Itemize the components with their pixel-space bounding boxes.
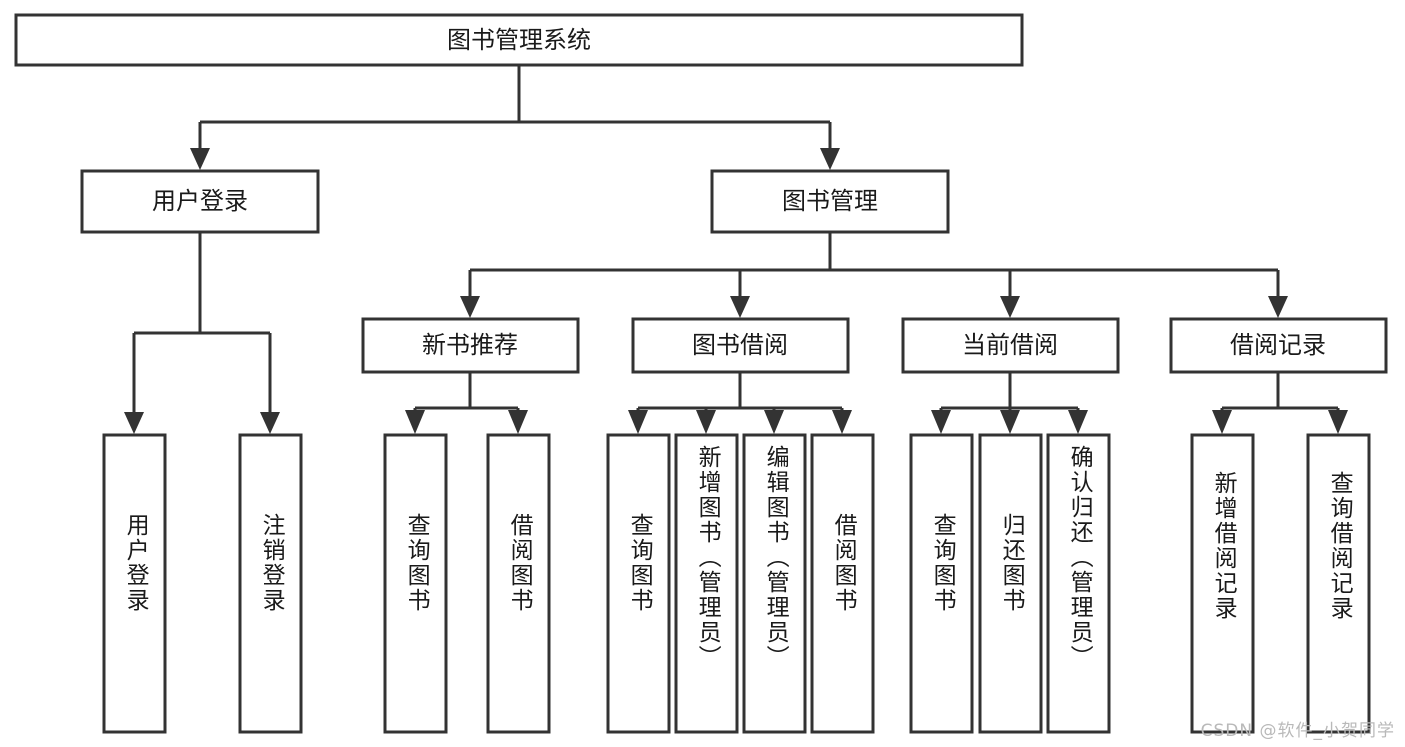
node-box-root[interactable] xyxy=(14,13,1024,67)
arrowhead-leaf-edit-book xyxy=(764,410,784,434)
node-label-root: 图书管理系统 xyxy=(447,26,591,54)
node-box-leaf-confirm-return[interactable] xyxy=(1046,433,1111,734)
arrowhead-leaf-add-record xyxy=(1212,410,1232,434)
node-box-leaf-add-record[interactable] xyxy=(1190,433,1255,734)
node-label-current-borrow: 当前借阅 xyxy=(962,331,1058,359)
node-label-book-borrow: 图书借阅 xyxy=(692,331,788,359)
node-box-leaf-user-logout[interactable] xyxy=(238,433,303,734)
csdn-watermark: CSDN @软件_小贺同学 xyxy=(1200,721,1395,741)
arrowhead-leaf-borrow-book-1 xyxy=(508,410,528,434)
arrowhead-leaf-return-book xyxy=(1000,410,1020,434)
arrowhead-leaf-add-book xyxy=(696,410,716,434)
node-label-user-login: 用户登录 xyxy=(152,187,248,215)
arrowhead-leaf-query-record xyxy=(1328,410,1348,434)
connector-layer xyxy=(124,66,1348,434)
node-box-book-borrow[interactable] xyxy=(631,317,850,374)
arrowhead-book-manage xyxy=(820,148,840,170)
node-box-book-manage[interactable] xyxy=(710,169,950,234)
node-box-leaf-user-login[interactable] xyxy=(102,433,167,734)
node-label-borrow-record: 借阅记录 xyxy=(1230,331,1326,359)
arrowhead-leaf-user-login xyxy=(124,412,144,434)
node-box-current-borrow[interactable] xyxy=(901,317,1120,374)
node-box-leaf-edit-book[interactable] xyxy=(742,433,807,734)
node-box-leaf-query-book-3[interactable] xyxy=(909,433,974,734)
arrowhead-borrow-record xyxy=(1268,296,1288,318)
arrowhead-leaf-borrow-book-2 xyxy=(832,410,852,434)
node-box-leaf-borrow-book-1[interactable] xyxy=(486,433,551,734)
arrowhead-leaf-query-book-3 xyxy=(931,410,951,434)
arrowhead-new-book-recommend xyxy=(460,296,480,318)
node-label-book-manage: 图书管理 xyxy=(782,187,878,215)
arrowhead-current-borrow xyxy=(1000,296,1020,318)
arrowhead-book-borrow xyxy=(730,296,750,318)
node-box-leaf-add-book[interactable] xyxy=(674,433,739,734)
node-box-leaf-query-book-2[interactable] xyxy=(606,433,671,734)
arrowhead-leaf-user-logout xyxy=(260,412,280,434)
node-box-leaf-borrow-book-2[interactable] xyxy=(810,433,875,734)
node-box-leaf-return-book[interactable] xyxy=(978,433,1043,734)
node-box-borrow-record[interactable] xyxy=(1169,317,1388,374)
arrowhead-leaf-query-book-1 xyxy=(405,410,425,434)
arrowhead-user-login xyxy=(190,148,210,170)
arrowhead-leaf-query-book-2 xyxy=(628,410,648,434)
arrowhead-leaf-confirm-return xyxy=(1068,410,1088,434)
node-box-new-book-recommend[interactable] xyxy=(361,317,580,374)
node-box-leaf-query-record[interactable] xyxy=(1306,433,1371,734)
node-box-leaf-query-book-1[interactable] xyxy=(383,433,448,734)
node-layer: 图书管理系统 用户登录 图书管理 新书推荐 图书借阅 当前借阅 借阅记录 xyxy=(14,13,1388,734)
node-label-new-book-recommend: 新书推荐 xyxy=(422,331,518,359)
node-box-user-login[interactable] xyxy=(80,169,320,234)
